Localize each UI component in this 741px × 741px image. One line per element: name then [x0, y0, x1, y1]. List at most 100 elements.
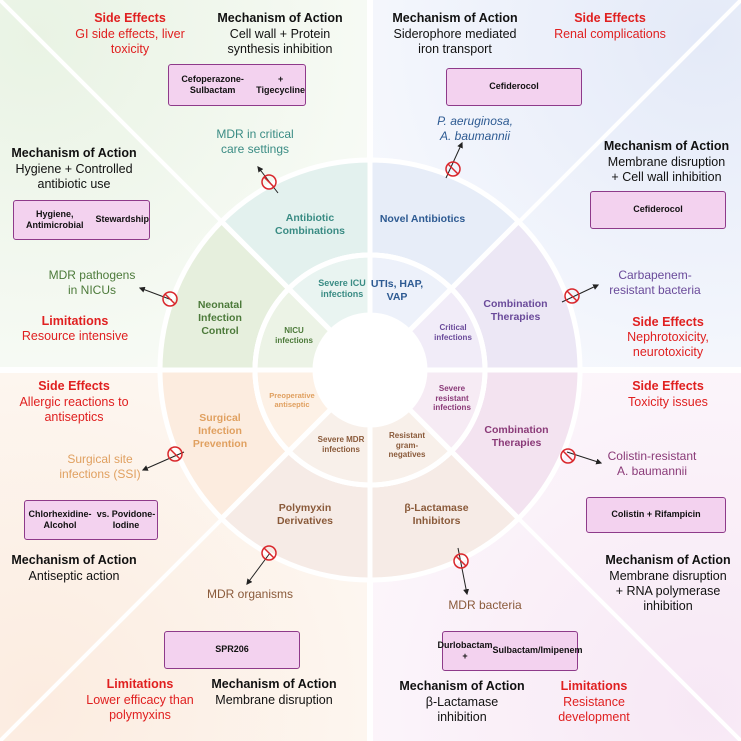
text-line: vs. Povidone-Iodine	[96, 508, 156, 530]
text-line: infections	[320, 288, 364, 299]
text-line: toxicity	[110, 42, 150, 56]
text-line: Control	[201, 325, 239, 338]
side-effects-title-ru: Side Effects	[632, 315, 704, 329]
text-line: care settings	[220, 142, 290, 156]
moa-title-ll: Mechanism of Action	[11, 553, 137, 567]
text-line: Cefoperazone-Sulbactam	[181, 73, 244, 95]
text-line: Surgical	[199, 412, 241, 424]
text-line: infections	[322, 444, 360, 454]
text-line: Hygiene + Controlled	[15, 162, 133, 176]
text-line: Membrane disruption	[215, 693, 333, 707]
text-line: + Tigecycline	[256, 73, 305, 95]
text-line: iron transport	[418, 42, 492, 56]
moa-text-ru: Membrane disruption+ Cell wall inhibitio…	[594, 155, 739, 185]
text-line: P. aeruginosa,	[437, 114, 513, 128]
text-line: + RNA polymerase	[615, 584, 721, 598]
text-line: Membrane disruption	[609, 569, 727, 583]
text-line: Therapies	[491, 437, 542, 450]
moa-text-ll: Antiseptic action	[4, 569, 144, 584]
text-line: synthesis inhibition	[227, 42, 333, 56]
drug-box-bl: SPR206	[164, 631, 300, 669]
text-line: Therapies	[490, 311, 541, 324]
text-line: Nephrotoxicity,	[627, 330, 709, 344]
side-effects-title-tl: Side Effects	[94, 11, 166, 25]
text-line: in NICUs	[67, 283, 116, 297]
moa-title-bl: Mechanism of Action	[211, 677, 337, 691]
text-line: resistant bacteria	[609, 283, 701, 297]
limitations-text-lu: Resource intensive	[5, 329, 145, 344]
drug-box-lu: Hygiene, Antimicrobial Stewardship	[13, 200, 150, 240]
limitations-title-lu: Limitations	[41, 314, 109, 328]
text-line: neurotoxicity	[632, 345, 704, 359]
text-line: gram-	[395, 440, 419, 450]
text-line: A. baumannii	[616, 464, 688, 478]
text-line: Preoperative	[269, 391, 315, 400]
text-line: inhibition	[437, 710, 487, 724]
side-effects-title-ll: Side Effects	[38, 379, 110, 393]
text-line: NICU	[284, 326, 304, 335]
text-line: inhibition	[643, 599, 693, 613]
drug-box-br: Durlobactam +Sulbactam/Imipenem	[437, 631, 583, 671]
pathogen-tr: P. aeruginosa,A. baumannii	[420, 114, 530, 144]
side-effects-title-rl: Side Effects	[632, 379, 704, 393]
text-line: Membrane disruption	[607, 155, 726, 169]
text-line: Severe	[438, 384, 466, 393]
side-effects-text-rl: Toxicity issues	[598, 395, 738, 410]
text-line: Antiseptic action	[28, 569, 120, 583]
text-line: Cefiderocol	[489, 81, 539, 92]
side-effects-title-tr: Side Effects	[574, 11, 646, 25]
moa-title-ru: Mechanism of Action	[603, 139, 730, 153]
text-line: Resistant	[388, 431, 425, 440]
pathogen-ru: Carbapenem-resistant bacteria	[600, 268, 710, 298]
text-line: antiseptic	[274, 400, 310, 409]
text-line: Resource intensive	[21, 329, 129, 343]
text-line: Severe MDR	[317, 435, 365, 444]
text-line: antibiotic use	[37, 177, 111, 191]
text-line: VAP	[386, 290, 408, 303]
text-line: GI side effects, liver	[75, 27, 185, 41]
text-line: β-Lactamase	[404, 502, 469, 514]
text-line: Hygiene, Antimicrobial	[25, 208, 84, 230]
moa-title-lu: Mechanism of Action	[11, 146, 137, 160]
text-line: Infection	[198, 312, 242, 325]
text-line: SPR206	[215, 644, 249, 655]
text-line: UTIs, HAP,	[370, 278, 424, 290]
drug-box-rl: Colistin + Rifampicin	[586, 497, 726, 533]
drug-box-ru: Cefiderocol	[590, 191, 726, 229]
text-line: Resistance	[563, 695, 625, 709]
text-line: antiseptics	[44, 410, 104, 424]
pathogen-br: MDR bacteria	[425, 598, 545, 613]
text-line: development	[558, 710, 630, 724]
text-line: Inhibitors	[412, 515, 461, 528]
text-line: Stewardship	[95, 214, 149, 225]
segment-novel-antibiotics: Novel Antibiotics	[375, 213, 470, 226]
text-line: Siderophore mediated	[393, 27, 517, 41]
moa-text-bl: Membrane disruption	[204, 693, 344, 708]
text-line: infections (SSI)	[59, 467, 141, 481]
text-line: Cell wall + Protein	[229, 27, 331, 41]
text-line: + Cell wall inhibition	[611, 170, 722, 184]
text-line: Colistin + Rifampicin	[611, 509, 701, 520]
wheel-ring	[252, 252, 488, 488]
text-line: infections	[434, 332, 472, 342]
text-line: Toxicity issues	[628, 395, 708, 409]
text-line: Renal complications	[554, 27, 666, 41]
text-line: Combination	[484, 424, 549, 436]
side-effects-text-tr: Renal complications	[530, 27, 690, 42]
text-line: MDR organisms	[206, 587, 293, 601]
